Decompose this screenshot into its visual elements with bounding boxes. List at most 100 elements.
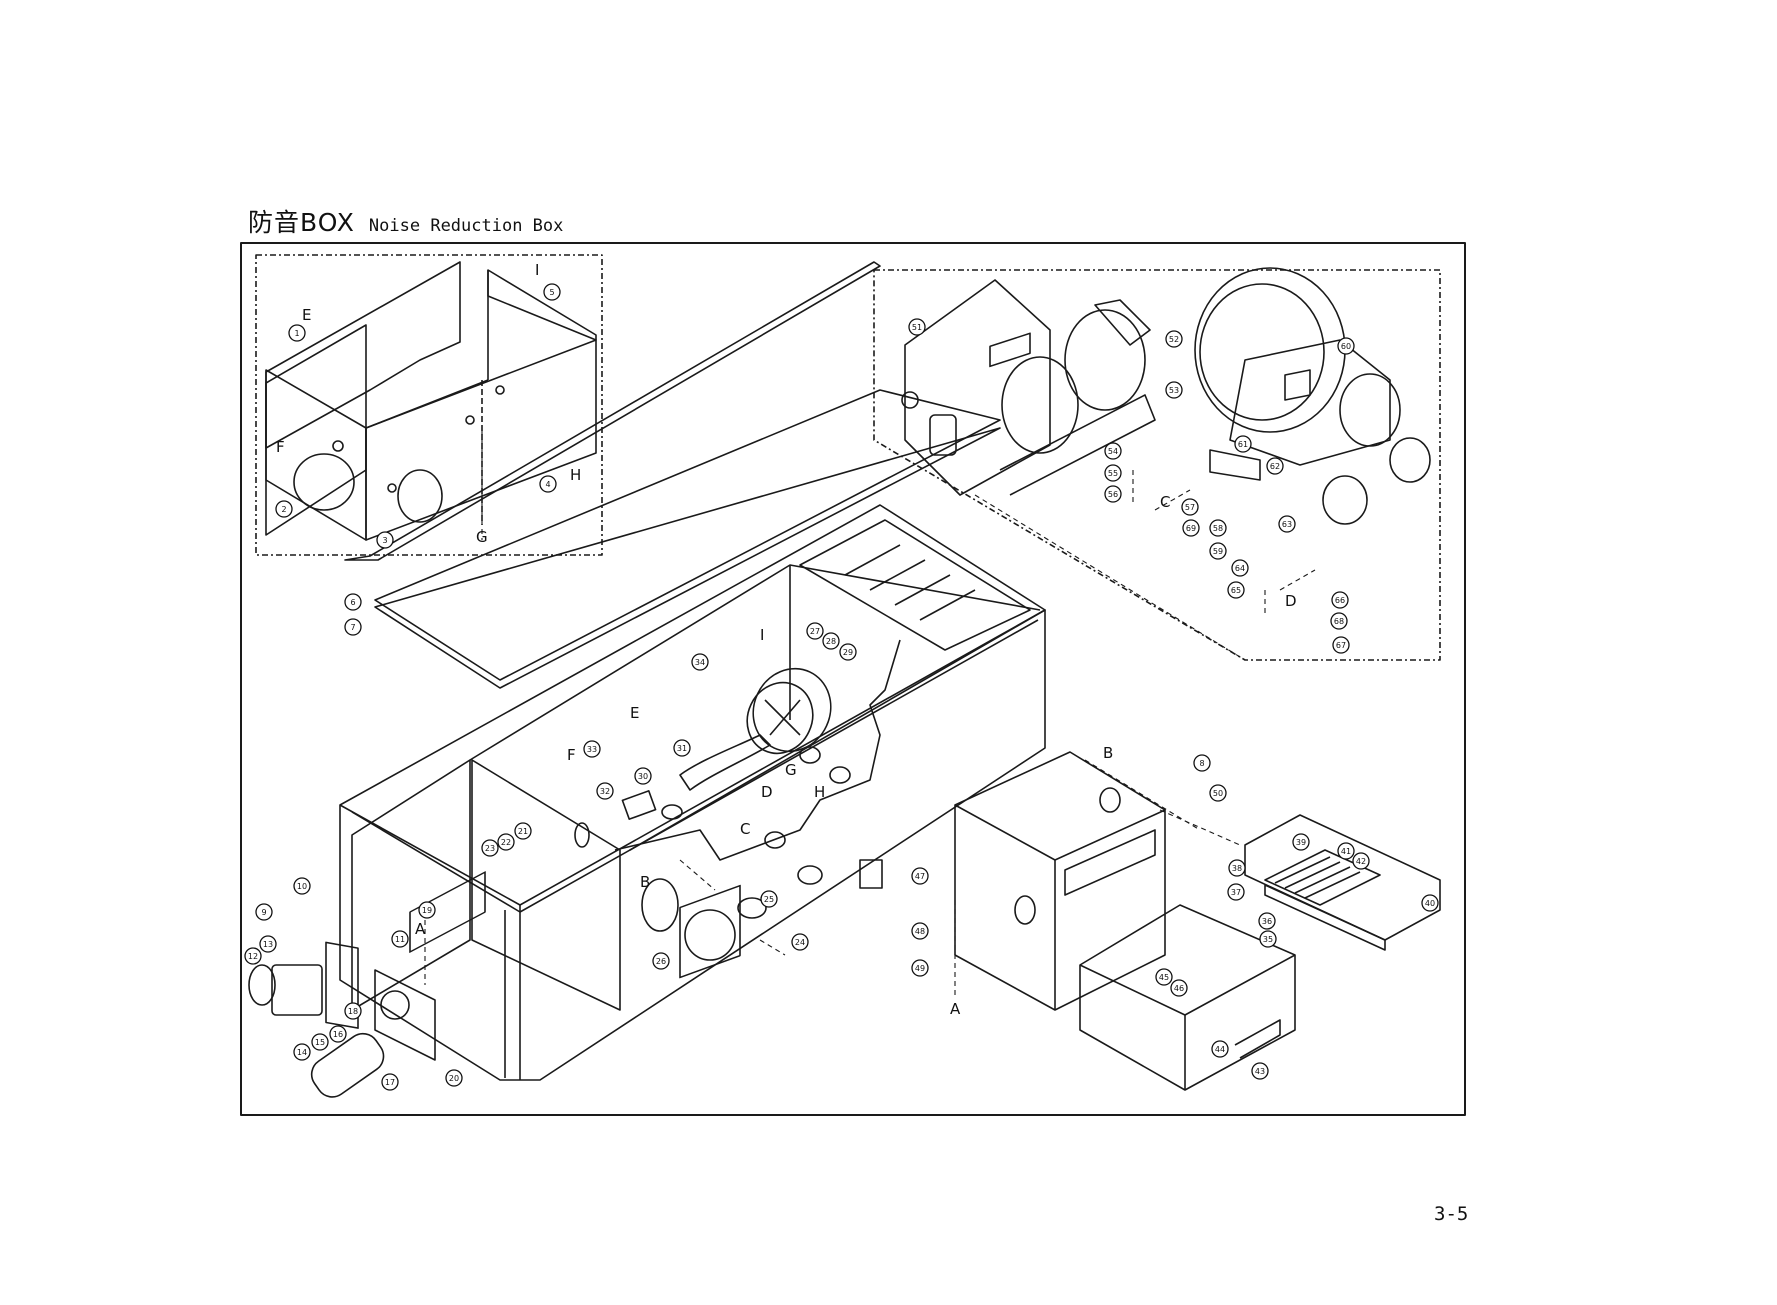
letter-i: I [535, 261, 539, 279]
part-callout-10: 10 [294, 878, 310, 894]
part-callout-33: 33 [584, 741, 600, 757]
callout-number: 11 [395, 935, 405, 944]
letter-f-2: F [567, 746, 576, 764]
part-callout-63: 63 [1279, 516, 1295, 532]
letter-b: B [640, 873, 650, 891]
callout-number: 45 [1159, 973, 1169, 982]
part-callout-2: 2 [276, 501, 292, 517]
callout-number: 31 [677, 744, 687, 753]
callout-number: 33 [587, 745, 597, 754]
callout-number: 1 [294, 329, 299, 338]
callout-number: 49 [915, 964, 925, 973]
part-callout-50: 50 [1210, 785, 1226, 801]
main-enclosure [340, 505, 1045, 1080]
callout-number: 63 [1282, 520, 1292, 529]
callout-number: 58 [1213, 524, 1223, 533]
part-callout-59: 59 [1210, 543, 1226, 559]
part-callout-42: 42 [1353, 853, 1369, 869]
callout-number: 64 [1235, 564, 1245, 573]
callout-number: 66 [1335, 596, 1345, 605]
part-callout-32: 32 [597, 783, 613, 799]
callout-number: 42 [1356, 857, 1366, 866]
letter-d-2: D [1285, 592, 1297, 610]
callout-number: 46 [1174, 984, 1184, 993]
callout-number: 36 [1262, 917, 1272, 926]
callout-number: 38 [1232, 864, 1242, 873]
callout-number: 19 [422, 906, 432, 915]
callout-number: 37 [1231, 888, 1241, 897]
part-callout-52: 52 [1166, 331, 1182, 347]
callout-number: 65 [1231, 586, 1241, 595]
part-callout-39: 39 [1293, 834, 1309, 850]
part-callout-18: 18 [345, 1003, 361, 1019]
callout-number: 47 [915, 872, 925, 881]
callout-number: 15 [315, 1038, 325, 1047]
letter-a-2: A [950, 1000, 961, 1018]
part-callout-19: 19 [419, 902, 435, 918]
part-callout-16: 16 [330, 1026, 346, 1042]
callout-number: 60 [1341, 342, 1351, 351]
part-callout-23: 23 [482, 840, 498, 856]
letter-h-2: H [814, 783, 825, 801]
part-callout-14: 14 [294, 1044, 310, 1060]
callout-number: 2 [281, 505, 286, 514]
compressor-pump [902, 280, 1155, 495]
callout-number: 20 [449, 1074, 459, 1083]
callout-number: 27 [810, 627, 820, 636]
leader-guides [425, 430, 1315, 995]
letter-a: A [415, 920, 426, 938]
callout-number: 32 [600, 787, 610, 796]
callout-number: 35 [1263, 935, 1273, 944]
part-callout-46: 46 [1171, 980, 1187, 996]
part-callout-35: 35 [1260, 931, 1276, 947]
part-callout-62: 62 [1267, 458, 1283, 474]
page-number: 3-5 [1434, 1203, 1468, 1225]
part-callout-9: 9 [256, 904, 272, 920]
part-callout-20: 20 [446, 1070, 462, 1086]
part-callout-51: 51 [909, 319, 925, 335]
callout-number: 67 [1336, 641, 1346, 650]
part-callout-15: 15 [312, 1034, 328, 1050]
part-callout-7: 7 [345, 619, 361, 635]
part-callout-68: 68 [1331, 613, 1347, 629]
part-callout-53: 53 [1166, 382, 1182, 398]
part-callout-57: 57 [1182, 499, 1198, 515]
part-callout-26: 26 [653, 953, 669, 969]
plate-6 [345, 262, 880, 560]
part-callout-56: 56 [1105, 486, 1121, 502]
plate-7 [375, 390, 1000, 680]
callout-number: 26 [656, 957, 666, 966]
outlet-flange [680, 886, 740, 978]
callout-number: 22 [501, 838, 511, 847]
callout-number: 4 [545, 480, 550, 489]
callout-number: 57 [1185, 503, 1195, 512]
callout-number: 21 [518, 827, 528, 836]
part-callout-5: 5 [544, 284, 560, 300]
callout-number: 53 [1169, 386, 1179, 395]
part-callout-49: 49 [912, 960, 928, 976]
callout-number: 29 [843, 648, 853, 657]
part-callout-34: 34 [692, 654, 708, 670]
detail-inset-motor [874, 270, 1440, 660]
callout-number: 50 [1213, 789, 1223, 798]
callout-number: 48 [915, 927, 925, 936]
part-callout-13: 13 [260, 936, 276, 952]
part-callout-17: 17 [382, 1074, 398, 1090]
callout-number: 30 [638, 772, 648, 781]
callout-number: 24 [795, 938, 805, 947]
part-callout-65: 65 [1228, 582, 1244, 598]
letter-g: G [476, 528, 488, 546]
callout-number: 16 [333, 1030, 343, 1039]
callout-number: 68 [1334, 617, 1344, 626]
filter-frame [1245, 815, 1440, 950]
callout-number: 8 [1199, 759, 1204, 768]
part-callout-6: 6 [345, 594, 361, 610]
part-callout-1: 1 [289, 325, 305, 341]
callout-number: 41 [1341, 847, 1351, 856]
callout-number: 10 [297, 882, 307, 891]
part-callout-41: 41 [1338, 843, 1354, 859]
callout-number: 62 [1270, 462, 1280, 471]
callout-number: 17 [385, 1078, 395, 1087]
part-callout-58: 58 [1210, 520, 1226, 536]
callout-number: 28 [826, 637, 836, 646]
